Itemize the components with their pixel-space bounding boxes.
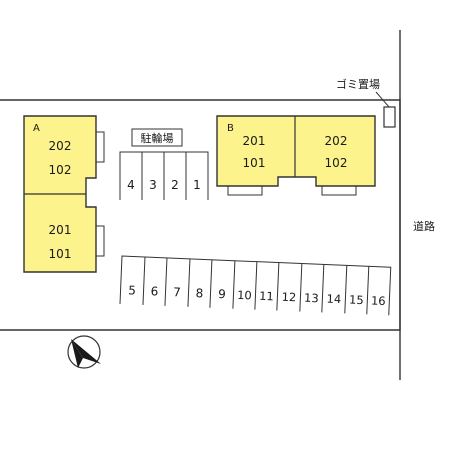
car-space-number: 8 <box>195 286 203 300</box>
car-space-number: 7 <box>173 285 181 299</box>
car-space-number: 5 <box>128 283 136 297</box>
car-space-number: 16 <box>371 293 386 308</box>
car-space-divider <box>232 260 236 309</box>
car-space-divider <box>254 261 258 310</box>
car-space-number: 12 <box>281 290 296 305</box>
garbage-area <box>383 106 396 128</box>
building-b-room: 202 <box>325 134 348 148</box>
building-b-balcony <box>227 185 263 196</box>
road-label: 道路 <box>413 219 435 233</box>
building-b-room: 201 <box>243 134 266 148</box>
building-a-room: 101 <box>49 247 72 261</box>
garbage-leader <box>375 91 390 108</box>
bicycle-space-number: 1 <box>193 178 201 192</box>
car-space-number: 14 <box>326 292 341 307</box>
car-space-number: 15 <box>349 293 364 308</box>
car-parking-outline <box>119 255 392 316</box>
car-space-divider <box>142 256 146 305</box>
bicycle-parking-label-box <box>131 128 183 147</box>
building-b-label: B <box>227 123 234 134</box>
car-space-number: 10 <box>237 288 252 303</box>
building-b-room: 101 <box>243 156 266 170</box>
building-b-room: 102 <box>325 156 348 170</box>
garbage-label: ゴミ置場 <box>336 77 380 91</box>
bicycle-space-number: 2 <box>171 178 179 192</box>
car-space-number: 11 <box>259 289 274 304</box>
bicycle-space-number: 3 <box>149 178 157 192</box>
car-space-divider <box>366 266 370 315</box>
car-space-divider <box>209 259 213 308</box>
building-a-label: A <box>33 123 40 134</box>
car-space-divider <box>276 262 280 311</box>
car-space-divider <box>187 258 191 307</box>
building-b-balcony <box>321 185 357 196</box>
car-space-divider <box>321 264 325 313</box>
building-a-room: 201 <box>49 223 72 237</box>
north-arrow-icon <box>67 335 101 369</box>
building-a-balcony <box>95 225 105 257</box>
building-a: A 202 102 201 101 <box>23 115 105 273</box>
car-parking: 5 6 7 8 9 10 11 12 13 14 15 16 <box>119 255 392 316</box>
building-a-balcony <box>95 131 105 163</box>
building-a-room: 102 <box>49 163 72 177</box>
car-space-divider <box>299 263 303 312</box>
building-a-room: 202 <box>49 139 72 153</box>
bicycle-parking: 駐輪場 4 3 2 1 <box>119 128 209 200</box>
car-space-number: 9 <box>218 287 226 301</box>
bicycle-space-number: 4 <box>127 178 135 192</box>
building-b: B 201 101 202 102 <box>216 115 376 196</box>
car-space-divider <box>344 265 348 314</box>
car-space-number: 13 <box>304 291 319 306</box>
car-space-number: 6 <box>150 284 158 298</box>
car-space-divider <box>164 257 168 306</box>
bicycle-parking-label: 駐輪場 <box>141 131 174 145</box>
building-b-body <box>216 115 376 187</box>
